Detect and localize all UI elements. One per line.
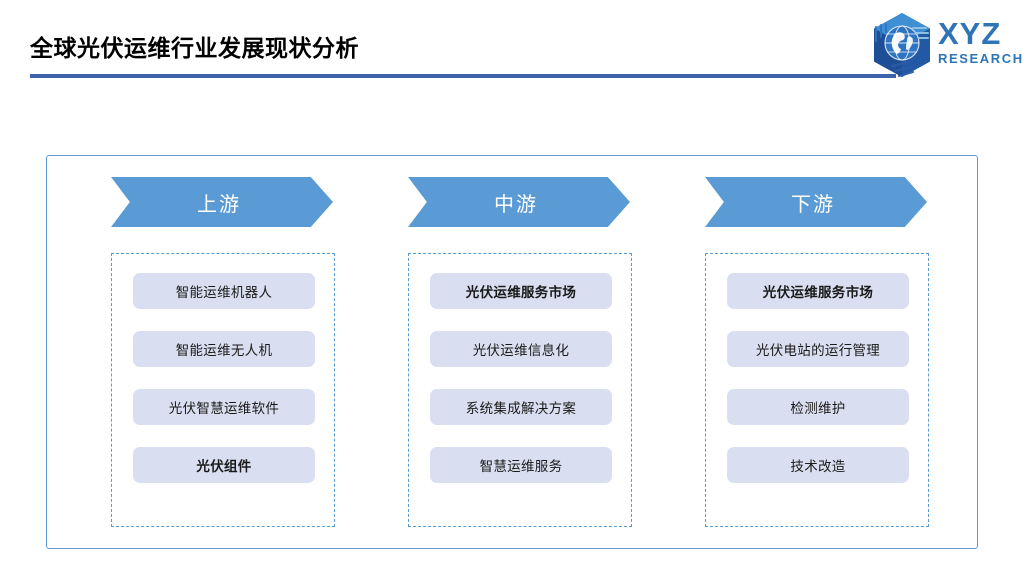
value-chain-columns: 上游 智能运维机器人 智能运维无人机 光伏智慧运维软件 光伏组件 (47, 156, 979, 550)
list-item-label: 光伏运维服务市场 (762, 285, 874, 300)
stage-item-list: 光伏运维服务市场 光伏运维信息化 系统集成解决方案 智慧运维服务 (409, 273, 633, 505)
list-item-label: 智能运维机器人 (175, 285, 273, 300)
stage-banner-label: 中游 (494, 193, 538, 216)
list-item-label: 智慧运维服务 (479, 459, 563, 474)
list-item-label: 智能运维无人机 (175, 343, 273, 358)
page-title: 全球光伏运维行业发展现状分析 (30, 35, 359, 61)
list-item[interactable]: 智能运维机器人 (133, 273, 315, 309)
list-item-label: 光伏电站的运行管理 (755, 343, 881, 358)
list-item-label: 光伏组件 (196, 459, 252, 474)
list-item[interactable]: 光伏运维服务市场 (727, 273, 909, 309)
stage-group-midstream: 光伏运维服务市场 光伏运维信息化 系统集成解决方案 智慧运维服务 (408, 253, 632, 527)
stage-item-list: 光伏运维服务市场 光伏电站的运行管理 检测维护 技术改造 (706, 273, 930, 505)
page-header: 全球光伏运维行业发展现状分析 (0, 0, 1024, 92)
list-item-label: 光伏智慧运维软件 (168, 401, 280, 416)
brand-logo: XYZ RESEARCH (866, 8, 1024, 82)
brand-logo-text: XYZ RESEARCH (938, 18, 1024, 67)
list-item[interactable]: 技术改造 (727, 447, 909, 483)
list-item[interactable]: 光伏电站的运行管理 (727, 331, 909, 367)
brand-name: XYZ (938, 16, 1002, 51)
value-chain-column-downstream: 下游 光伏运维服务市场 光伏电站的运行管理 检测维护 技术改造 (687, 156, 945, 550)
stage-item-list: 智能运维机器人 智能运维无人机 光伏智慧运维软件 光伏组件 (112, 273, 336, 505)
list-item-label: 系统集成解决方案 (465, 401, 577, 416)
stage-banner-midstream: 中游 (408, 177, 630, 227)
list-item[interactable]: 光伏运维信息化 (430, 331, 612, 367)
stage-banner-upstream: 上游 (111, 177, 333, 227)
header-divider (30, 74, 896, 78)
stage-banner-label: 上游 (197, 193, 241, 216)
list-item[interactable]: 检测维护 (727, 389, 909, 425)
list-item-label: 技术改造 (790, 459, 846, 474)
list-item-label: 检测维护 (790, 401, 846, 416)
list-item-label: 光伏运维服务市场 (465, 285, 577, 300)
list-item[interactable]: 光伏运维服务市场 (430, 273, 612, 309)
stage-banner-downstream: 下游 (705, 177, 927, 227)
stage-group-upstream: 智能运维机器人 智能运维无人机 光伏智慧运维软件 光伏组件 (111, 253, 335, 527)
stage-group-downstream: 光伏运维服务市场 光伏电站的运行管理 检测维护 技术改造 (705, 253, 929, 527)
list-item[interactable]: 光伏组件 (133, 447, 315, 483)
list-item[interactable]: 系统集成解决方案 (430, 389, 612, 425)
list-item[interactable]: 光伏智慧运维软件 (133, 389, 315, 425)
list-item-label: 光伏运维信息化 (472, 343, 570, 358)
stage-banner-label: 下游 (791, 193, 835, 216)
globe-hexagon-icon (866, 10, 938, 80)
value-chain-column-upstream: 上游 智能运维机器人 智能运维无人机 光伏智慧运维软件 光伏组件 (93, 156, 351, 550)
value-chain-column-midstream: 中游 光伏运维服务市场 光伏运维信息化 系统集成解决方案 智慧运维服务 (390, 156, 648, 550)
list-item[interactable]: 智慧运维服务 (430, 447, 612, 483)
diagram-frame: 上游 智能运维机器人 智能运维无人机 光伏智慧运维软件 光伏组件 (46, 155, 978, 549)
brand-subtitle: RESEARCH (938, 51, 1024, 66)
list-item[interactable]: 智能运维无人机 (133, 331, 315, 367)
